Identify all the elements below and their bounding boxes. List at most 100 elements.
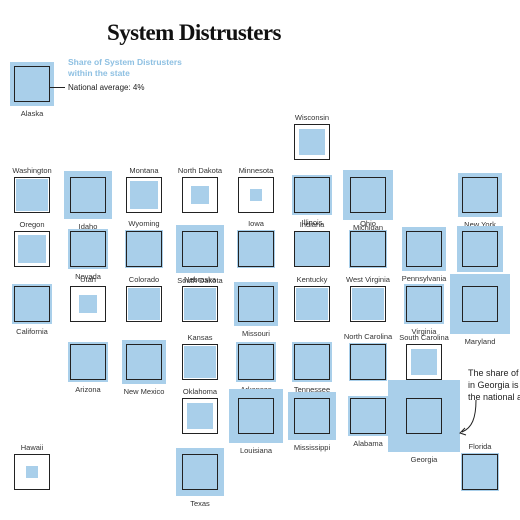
share-fill xyxy=(411,349,437,375)
share-fill xyxy=(235,341,277,383)
share-fill xyxy=(457,172,503,218)
average-frame xyxy=(406,344,442,380)
state-label: Montana xyxy=(129,166,159,175)
average-frame xyxy=(406,398,442,434)
average-frame xyxy=(70,177,106,213)
average-frame xyxy=(238,231,274,267)
average-frame xyxy=(462,286,498,322)
state-label: California xyxy=(16,327,48,337)
state-label: Oklahoma xyxy=(182,387,218,396)
average-frame xyxy=(350,231,386,267)
share-fill xyxy=(25,465,39,479)
average-frame xyxy=(294,231,330,267)
share-fill xyxy=(176,225,224,273)
share-fill xyxy=(16,179,48,211)
state-label: Idaho xyxy=(78,221,98,231)
share-fill xyxy=(291,174,333,216)
share-fill xyxy=(460,452,500,492)
state-label: Texas xyxy=(190,498,210,508)
state-label: Tennessee xyxy=(293,385,331,395)
average-frame xyxy=(406,286,442,322)
share-fill xyxy=(348,229,388,269)
share-fill xyxy=(401,226,447,272)
average-frame xyxy=(70,286,106,322)
legend-average-line xyxy=(50,87,65,88)
average-frame xyxy=(126,177,162,213)
state-label: South Carolina xyxy=(399,333,449,342)
average-frame xyxy=(294,286,330,322)
share-fill xyxy=(347,395,389,437)
state-label: Illinois xyxy=(301,218,323,228)
state-label: Louisiana xyxy=(239,446,273,455)
average-frame xyxy=(294,344,330,380)
share-fill xyxy=(64,171,112,219)
share-fill xyxy=(79,295,97,313)
annotation-line: the national a xyxy=(468,392,520,402)
state-label: Oregon xyxy=(19,220,45,229)
state-label: Alabama xyxy=(353,439,383,449)
state-label: Indiana xyxy=(299,220,325,229)
share-fill xyxy=(450,274,510,334)
average-frame xyxy=(294,124,330,160)
average-frame xyxy=(462,231,498,267)
share-fill xyxy=(67,341,109,383)
share-fill xyxy=(176,448,224,496)
average-frame xyxy=(350,286,386,322)
average-frame xyxy=(238,177,274,213)
state-label: Minnesota xyxy=(238,166,274,175)
average-frame xyxy=(182,177,218,213)
state-label: Kentucky xyxy=(296,275,328,284)
average-frame xyxy=(14,454,50,490)
average-frame xyxy=(462,177,498,213)
average-frame xyxy=(70,344,106,380)
state-label: Nevada xyxy=(75,272,101,282)
share-fill xyxy=(233,281,279,327)
state-label: Arizona xyxy=(75,385,101,395)
average-frame xyxy=(238,398,274,434)
average-frame xyxy=(14,286,50,322)
share-fill xyxy=(288,392,336,440)
share-fill xyxy=(342,169,394,221)
share-fill xyxy=(457,226,503,272)
state-label: Virginia xyxy=(411,327,437,337)
share-fill xyxy=(299,129,325,155)
average-frame xyxy=(126,344,162,380)
average-frame xyxy=(70,231,106,267)
state-label: Colorado xyxy=(128,275,160,284)
state-label: North Dakota xyxy=(177,166,223,175)
state-label: Wyoming xyxy=(128,218,160,228)
share-fill xyxy=(11,283,53,325)
average-frame xyxy=(238,286,274,322)
share-fill xyxy=(236,229,276,269)
share-fill xyxy=(184,346,216,378)
state-label: Kansas xyxy=(187,333,213,342)
share-fill xyxy=(129,180,159,210)
average-frame xyxy=(462,454,498,490)
average-frame xyxy=(406,231,442,267)
share-fill xyxy=(184,288,216,320)
share-fill xyxy=(352,288,384,320)
annotation-line: The share of xyxy=(468,368,519,378)
state-label: Nebraska xyxy=(183,275,217,284)
average-frame xyxy=(182,344,218,380)
share-fill xyxy=(291,341,333,383)
average-frame xyxy=(294,177,330,213)
state-label: Mississippi xyxy=(293,442,331,452)
state-label: South Dakota xyxy=(177,275,223,285)
state-label: New Mexico xyxy=(123,387,165,397)
average-frame xyxy=(126,286,162,322)
average-frame xyxy=(126,231,162,267)
share-fill xyxy=(9,61,55,107)
average-frame xyxy=(350,344,386,380)
legend-average-label: National average: 4% xyxy=(68,83,145,92)
page-title: System Distrusters xyxy=(107,20,281,45)
state-label: Alaska xyxy=(20,109,44,119)
share-fill xyxy=(121,339,167,385)
share-fill xyxy=(388,380,460,452)
average-frame xyxy=(294,398,330,434)
share-fill xyxy=(187,403,213,429)
state-label: Ohio xyxy=(360,218,376,228)
state-label: Maryland xyxy=(464,336,496,346)
